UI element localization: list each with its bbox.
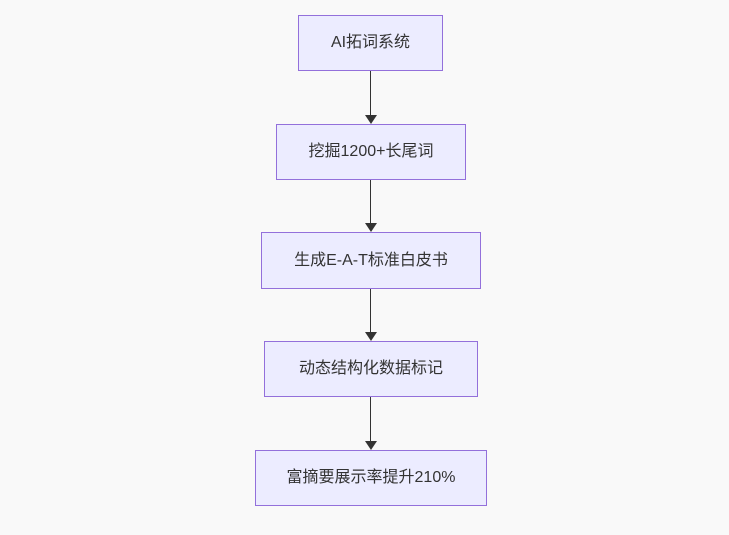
flow-edge-2 [364, 180, 377, 232]
flow-node-eat-whitepaper: 生成E-A-T标准白皮书 [261, 232, 481, 289]
flow-node-ai-keyword-system: AI拓词系统 [298, 15, 443, 71]
arrow-line [369, 71, 372, 115]
arrow-line [369, 397, 372, 441]
flow-node-longtail-mining: 挖掘1200+长尾词 [276, 124, 466, 180]
flow-edge-3 [364, 289, 377, 341]
arrowhead-down-icon [364, 115, 377, 124]
flow-edge-4 [364, 397, 377, 450]
arrowhead-down-icon [364, 223, 377, 232]
flow-node-label: 生成E-A-T标准白皮书 [294, 251, 448, 269]
arrow-line [369, 180, 372, 223]
flow-edge-1 [364, 71, 377, 124]
flow-node-label: 挖掘1200+长尾词 [308, 143, 434, 161]
flow-node-rich-snippet-result: 富摘要展示率提升210% [255, 450, 487, 506]
flow-node-label: 动态结构化数据标记 [298, 360, 443, 378]
flow-node-label: AI拓词系统 [330, 34, 411, 52]
flow-node-structured-data: 动态结构化数据标记 [264, 341, 478, 397]
flow-node-label: 富摘要展示率提升210% [286, 469, 456, 487]
arrowhead-down-icon [364, 441, 377, 450]
arrow-line [369, 289, 372, 332]
arrowhead-down-icon [364, 332, 377, 341]
